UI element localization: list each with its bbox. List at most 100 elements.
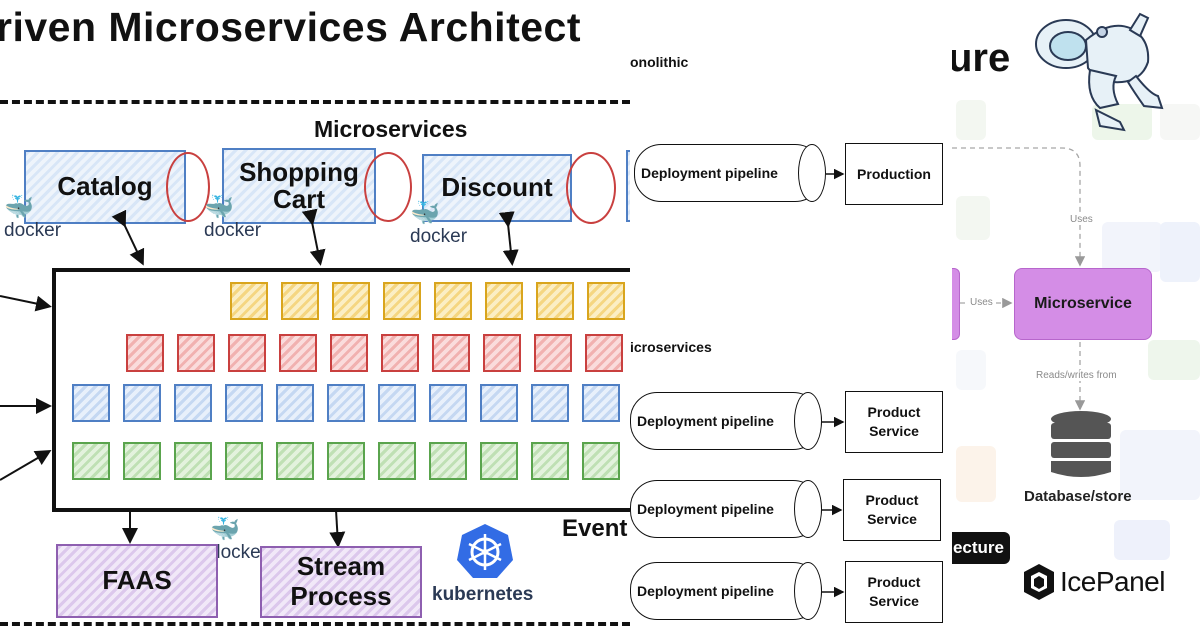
event-square-blue [480, 384, 518, 422]
docker-logo: 🐳 docker [204, 196, 261, 242]
event-square-green [582, 442, 620, 480]
kubernetes-icon [457, 524, 513, 578]
event-square-red [228, 334, 266, 372]
icepanel-logo-icon [1024, 564, 1054, 600]
database-icon [1051, 411, 1111, 477]
production-box: Production [845, 143, 943, 205]
background-shape [1120, 430, 1200, 500]
event-square-red [534, 334, 572, 372]
pipeline-cap [794, 562, 822, 620]
catalog-cylinder-icon [166, 152, 210, 222]
catalog-bus-arrow [111, 209, 145, 266]
event-square-green [327, 442, 365, 480]
event-square-red [177, 334, 215, 372]
background-shape [956, 446, 996, 502]
event-square-blue [582, 384, 620, 422]
bottom-dashed-border [0, 622, 630, 626]
deployment-pipelines-panel: onolithic Deployment pipeline Production… [630, 0, 952, 630]
product-service-box: Product Service [845, 561, 943, 623]
inbound-arrow [0, 295, 52, 312]
monolithic-pipeline: Deployment pipeline [634, 144, 824, 202]
inbound-arrow [0, 449, 52, 481]
event-square-green [480, 442, 518, 480]
uses-connector-top [952, 147, 1086, 267]
background-shape [956, 350, 986, 390]
relation-connectors [952, 147, 1086, 411]
event-square-yellow [281, 282, 319, 320]
service-stream-process: Stream Process [260, 546, 422, 618]
event-driven-architecture-panel: riven Microservices Architect Microservi… [0, 4, 630, 626]
discount-bus-arrow [498, 211, 519, 266]
stream-bus-arrow [327, 497, 346, 548]
event-square-yellow [485, 282, 523, 320]
event-square-red [330, 334, 368, 372]
event-square-red [483, 334, 521, 372]
event-square-green [72, 442, 110, 480]
service-catalog: Catalog [24, 150, 186, 224]
event-square-blue [531, 384, 569, 422]
uses-label-top: Uses [1068, 214, 1095, 225]
docker-whale-icon: 🐳 [210, 516, 240, 543]
docker-whale-icon: 🐳 [204, 194, 234, 221]
microservices-label: Microservices [314, 116, 468, 142]
background-shape [956, 100, 986, 140]
docker-whale-icon: 🐳 [410, 200, 440, 227]
docker-whale-icon: 🐳 [4, 194, 34, 221]
reads-writes-label: Reads/writes from [1034, 370, 1119, 381]
icepanel-architecture-panel: ure Uses Uses Reads/writes from Micros [952, 0, 1200, 630]
service-faas: FAAS [56, 544, 218, 618]
event-square-blue [72, 384, 110, 422]
background-shape [956, 196, 990, 240]
event-square-green [531, 442, 569, 480]
astronaut-mascot-icon [1035, 12, 1164, 132]
background-shape [1160, 104, 1200, 140]
event-square-yellow [587, 282, 625, 320]
panel-title-fragment: ure [952, 36, 1011, 80]
event-square-blue [276, 384, 314, 422]
event-square-yellow [383, 282, 421, 320]
discount-cylinder-icon [566, 152, 616, 224]
product-service-box: Product Service [843, 479, 941, 541]
background-shape [1114, 520, 1170, 560]
micro-pipeline: Deployment pipeline [630, 562, 822, 620]
docker-logo: 🐳 docker [4, 196, 61, 242]
panel-title: riven Microservices Architect [0, 4, 581, 50]
pipeline-cap [794, 392, 822, 450]
pipeline-cap [798, 144, 826, 202]
connector-arrows [0, 208, 519, 548]
background-shape [1160, 222, 1200, 282]
event-square-blue [429, 384, 467, 422]
docker-text: docker [204, 220, 262, 241]
event-square-red [432, 334, 470, 372]
kubernetes-text: kubernetes [432, 584, 534, 605]
top-dashed-border [0, 100, 630, 104]
event-square-green [174, 442, 212, 480]
cart-cylinder-icon [364, 152, 412, 222]
docker-text: docker [410, 226, 468, 247]
event-square-blue [225, 384, 263, 422]
background-shape [1148, 340, 1200, 380]
product-service-box: Product Service [845, 391, 943, 453]
icepanel-brand-text: IcePanel [1060, 566, 1165, 597]
event-square-green [429, 442, 467, 480]
event-square-blue [174, 384, 212, 422]
architecture-pill: ecture [952, 532, 1010, 564]
event-square-red [279, 334, 317, 372]
pipeline-cap [794, 480, 822, 538]
microservice-node: Microservice [1014, 268, 1152, 340]
event-square-green [123, 442, 161, 480]
event-square-blue [378, 384, 416, 422]
event-square-green [225, 442, 263, 480]
event-bus [52, 268, 630, 512]
docker-logo: 🐳 docker [410, 202, 467, 248]
event-square-green [276, 442, 314, 480]
service-shopping-cart: Shopping Cart [222, 148, 376, 224]
micro-pipeline: Deployment pipeline [630, 392, 822, 450]
event-square-green [378, 442, 416, 480]
event-square-yellow [536, 282, 574, 320]
docker-text: docker [210, 542, 268, 563]
monolithic-heading: onolithic [630, 54, 689, 70]
microservices-heading: icroservices [630, 339, 712, 355]
event-square-yellow [230, 282, 268, 320]
micro-pipeline: Deployment pipeline [630, 480, 822, 538]
